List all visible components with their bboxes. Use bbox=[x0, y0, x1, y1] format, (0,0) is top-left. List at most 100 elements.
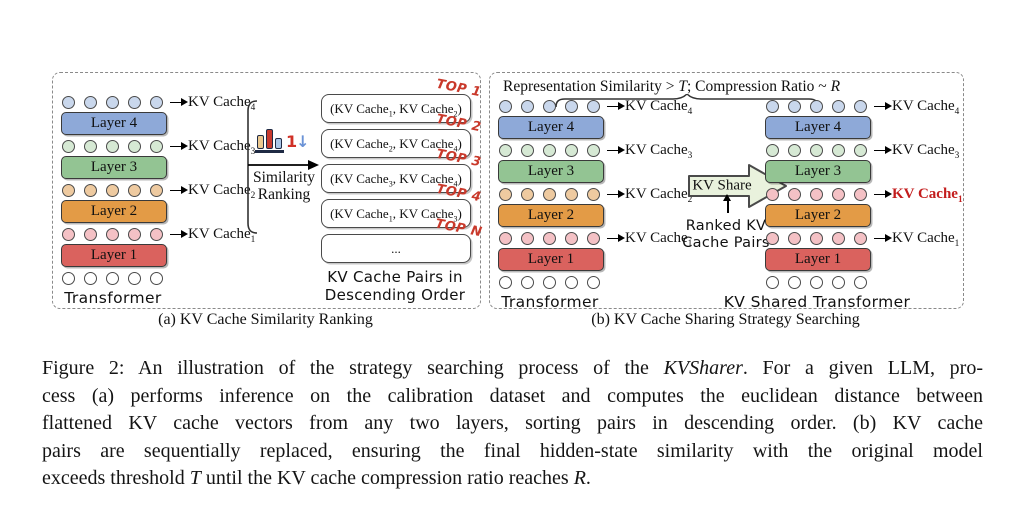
kv-cache-pair-box: ... TOP N bbox=[321, 217, 483, 263]
kv-cache-label: KV Cache1 bbox=[892, 230, 960, 249]
state-circle bbox=[766, 188, 779, 201]
bar-red bbox=[266, 129, 273, 149]
kv-cache-label: KV Cache1 bbox=[892, 186, 963, 205]
state-circle bbox=[565, 276, 578, 289]
state-circle bbox=[832, 276, 845, 289]
state-circle bbox=[150, 184, 163, 197]
state-circle bbox=[521, 188, 534, 201]
arrow-right-icon bbox=[170, 186, 188, 194]
arrow-right-icon bbox=[874, 234, 892, 242]
caption-text: . For a given LLM, pro- bbox=[742, 357, 983, 379]
kv-cache-row: KV Cache1 bbox=[765, 230, 963, 249]
ranking-line: Ranking bbox=[257, 186, 311, 203]
state-circle bbox=[854, 144, 867, 157]
hidden-state-row bbox=[61, 271, 255, 286]
state-circle bbox=[84, 96, 97, 109]
state-circle bbox=[543, 144, 556, 157]
pair-text: ... bbox=[391, 240, 401, 256]
ranked-line1: Ranked KV bbox=[685, 218, 767, 234]
state-circle bbox=[766, 100, 779, 113]
gather-brace-and-arrow bbox=[247, 100, 319, 234]
state-circle bbox=[565, 188, 578, 201]
state-circle bbox=[499, 144, 512, 157]
layer-box: Layer 4 bbox=[498, 116, 604, 139]
layer-box: Layer 4 bbox=[61, 112, 167, 135]
ratio-symbol: R bbox=[573, 467, 586, 489]
arrow-right-icon bbox=[170, 98, 188, 106]
layer-box: Layer 4 bbox=[765, 116, 871, 139]
kvsharer-italic: KVSharer bbox=[663, 357, 743, 379]
arrow-right-icon bbox=[874, 146, 892, 154]
ranked-line2: Cache Pairs bbox=[682, 234, 770, 251]
top-rank-label: TOP 1 bbox=[435, 76, 484, 101]
kv-cache-label: KV Cache1 bbox=[625, 230, 693, 249]
state-circle bbox=[810, 100, 823, 113]
state-circle bbox=[106, 184, 119, 197]
transformer-name: KV Shared Transformer bbox=[723, 293, 911, 311]
state-circle bbox=[565, 144, 578, 157]
layer-box: Layer 3 bbox=[765, 160, 871, 183]
kv-cache-row: KV Cache3 bbox=[61, 138, 255, 157]
kv-cache-row: KV Cache1 bbox=[765, 186, 963, 205]
state-circle bbox=[543, 232, 556, 245]
state-circle bbox=[832, 232, 845, 245]
kv-cache-pair-box: (KV Cache1, KV Cache2)TOP 1 bbox=[321, 77, 483, 123]
kv-cache-row: KV Cache1 bbox=[61, 226, 256, 245]
kv-cache-label: KV Cache2 bbox=[188, 182, 256, 201]
arrow-right-icon bbox=[170, 230, 188, 238]
caption-line-3: flattened KV cache vectors from any two … bbox=[42, 412, 983, 434]
header-brace bbox=[555, 94, 819, 108]
state-circle bbox=[499, 100, 512, 113]
arrow-right-icon bbox=[607, 234, 625, 242]
kv-cache-label: KV Cache4 bbox=[892, 98, 960, 117]
state-circle bbox=[565, 232, 578, 245]
layer-box: Layer 2 bbox=[765, 204, 871, 227]
state-circle bbox=[854, 188, 867, 201]
state-circle bbox=[84, 228, 97, 241]
kv-cache-label: KV Cache1 bbox=[188, 226, 256, 245]
state-circle bbox=[810, 276, 823, 289]
pair-text: (KV Cache2, KV Cache4) bbox=[330, 135, 462, 154]
up-arrow-icon bbox=[723, 194, 732, 213]
kv-cache-row: KV Cache3 bbox=[498, 142, 692, 161]
kv-cache-label: KV Cache2 bbox=[625, 186, 693, 205]
pairs-title: KV Cache Pairs in Descending Order bbox=[311, 268, 479, 304]
caption-text: until the KV cache compression ratio rea… bbox=[200, 467, 574, 489]
state-circle bbox=[587, 100, 600, 113]
ratio-symbol: R bbox=[830, 78, 841, 95]
kv-share-arrow: KV Share bbox=[687, 162, 789, 210]
kv-cache-pair-box: (KV Cache3, KV Cache4)TOP 3 bbox=[321, 147, 483, 193]
similarity-ranking-icon: 1 ↓ bbox=[255, 129, 310, 153]
kv-cache-brace bbox=[247, 100, 258, 234]
subcaption-a: (a) KV Cache Similarity Ranking bbox=[158, 311, 373, 328]
caption-line-1: Figure 2: An illustration of the strateg… bbox=[42, 355, 983, 383]
state-circle bbox=[766, 144, 779, 157]
header-text-2: ; Compression Ratio ~ bbox=[686, 78, 831, 95]
state-circle bbox=[521, 100, 534, 113]
arrow-right-icon bbox=[607, 190, 625, 198]
state-circle bbox=[810, 188, 823, 201]
layer-box: Layer 1 bbox=[61, 244, 167, 267]
kv-cache-row: KV Cache1 bbox=[498, 230, 693, 249]
kv-cache-row: KV Cache3 bbox=[765, 142, 963, 161]
pair-text: (KV Cache1, KV Cache2) bbox=[330, 100, 462, 119]
sort-down-arrow-icon: ↓ bbox=[296, 131, 310, 151]
similarity-ranking-label: Similarity Ranking bbox=[243, 169, 325, 203]
state-circle bbox=[543, 100, 556, 113]
state-circle bbox=[106, 228, 119, 241]
state-circle bbox=[810, 144, 823, 157]
arrow-right-icon bbox=[607, 146, 625, 154]
kv-cache-pairs-list: (KV Cache1, KV Cache2)TOP 1 (KV Cache2, K… bbox=[321, 73, 483, 308]
top-rank-label: TOP 4 bbox=[435, 181, 484, 206]
layer-box: Layer 3 bbox=[61, 156, 167, 179]
state-circle bbox=[543, 188, 556, 201]
state-circle bbox=[565, 100, 578, 113]
top-rank-label: TOP N bbox=[433, 216, 483, 241]
threshold-symbol: T bbox=[189, 467, 201, 489]
condition-header: Representation Similarity > T; Compressi… bbox=[503, 78, 840, 96]
